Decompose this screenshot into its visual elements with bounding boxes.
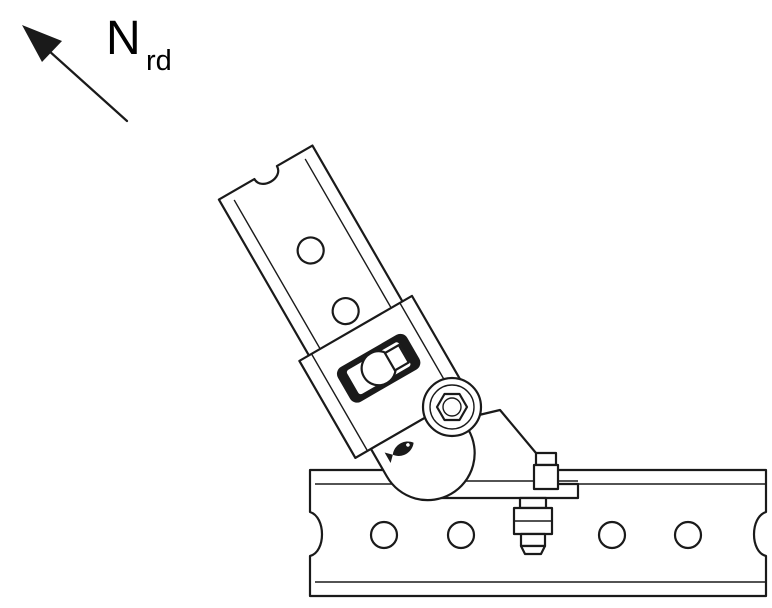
bolt-end <box>519 532 547 548</box>
channel-hole <box>369 520 399 550</box>
force-arrow-shaft <box>46 48 129 123</box>
force-label-subscript: rd <box>146 45 172 77</box>
channel-hole <box>296 236 325 265</box>
bolt-washer <box>518 496 548 510</box>
force-arrow <box>22 25 129 123</box>
channel-hole <box>446 520 476 550</box>
channel-hole <box>597 520 627 550</box>
force-label-main: N <box>106 12 141 65</box>
channel-hole <box>331 296 360 326</box>
force-arrow-head <box>22 25 62 62</box>
pivot-nut <box>435 392 469 422</box>
pivot-bolt <box>421 376 483 438</box>
channel-clamp <box>298 294 470 460</box>
inclined-assembly <box>217 144 476 502</box>
channel-hole <box>673 520 703 550</box>
fish-logo-icon <box>384 441 414 463</box>
